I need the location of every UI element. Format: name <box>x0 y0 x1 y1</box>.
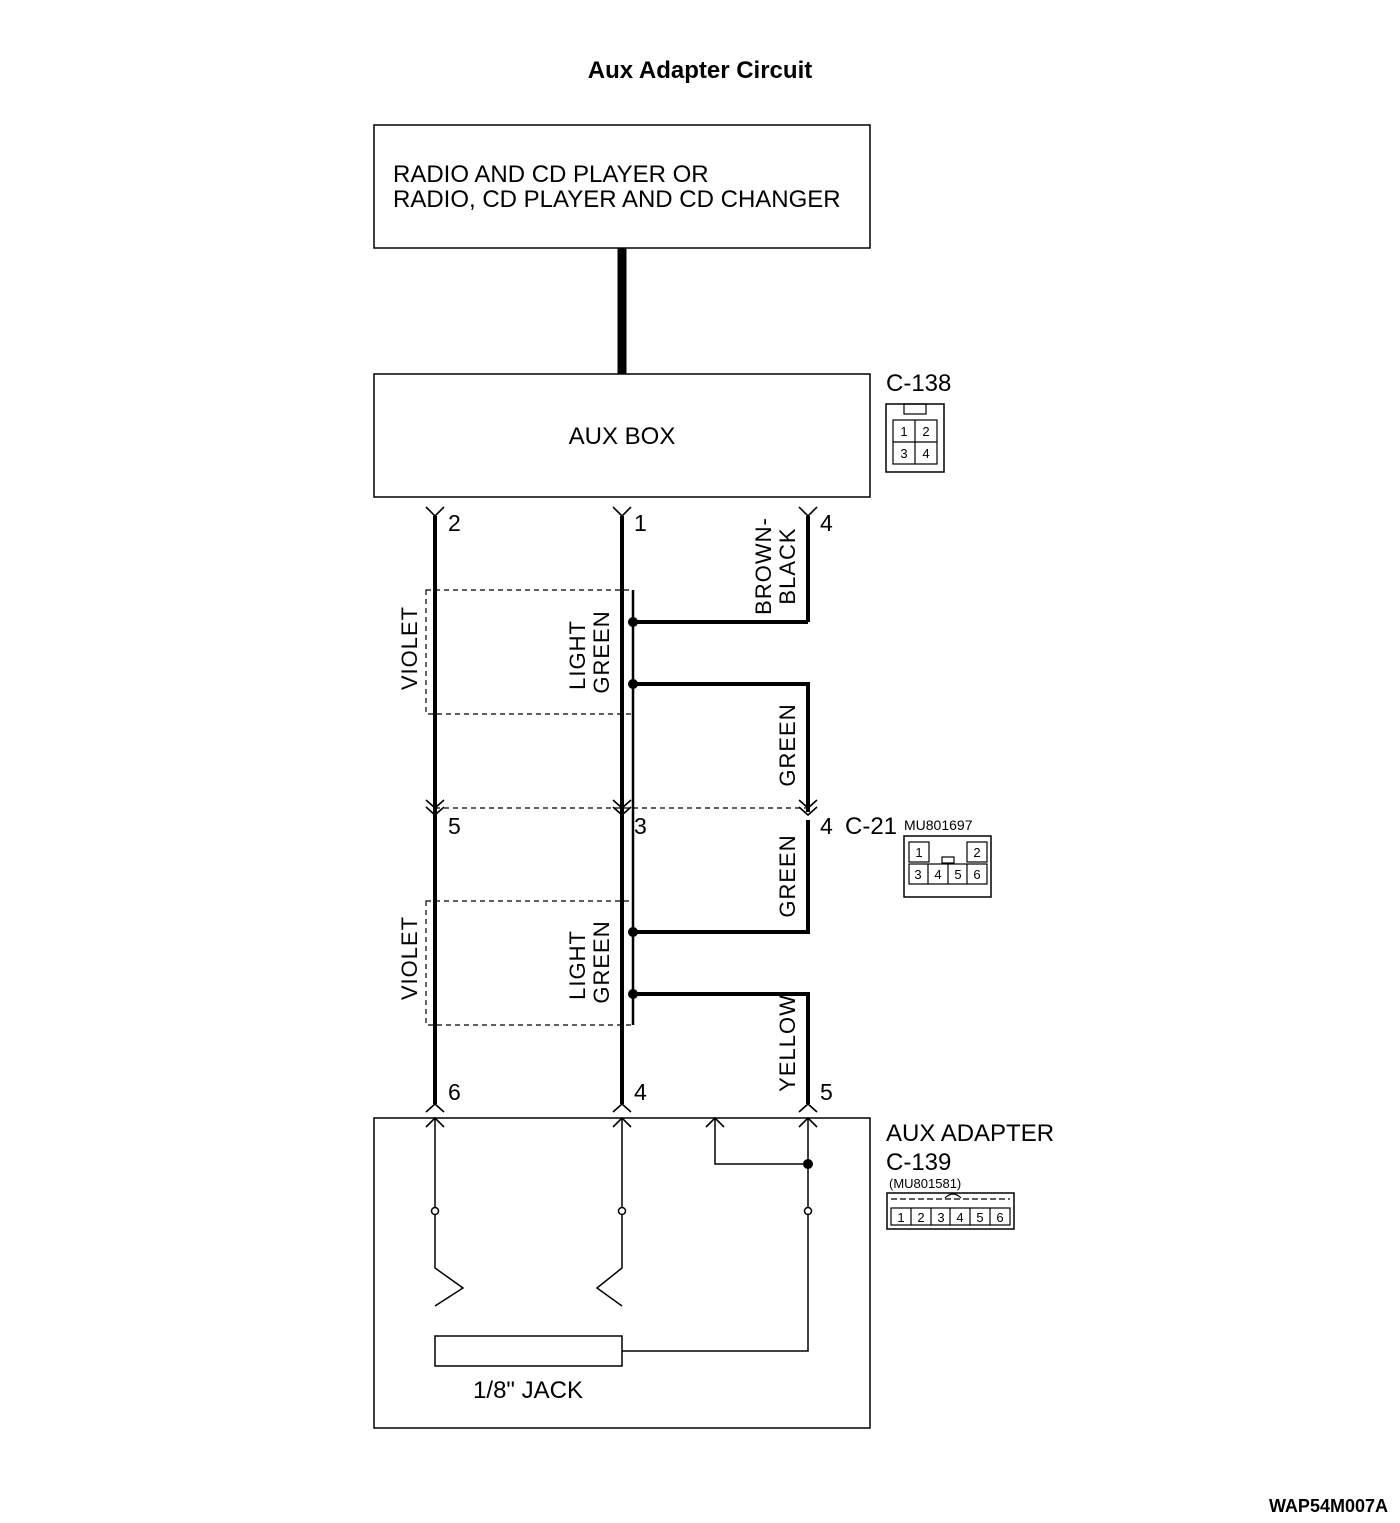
aux-box-terminals <box>425 506 818 518</box>
shield-upper <box>425 589 634 715</box>
c139-part-no: (MU801581) <box>889 1176 961 1191</box>
jack-label: 1/8" JACK <box>473 1377 583 1404</box>
adapter-pin-5: 5 <box>820 1079 833 1105</box>
aux-box-pin-2: 2 <box>448 510 461 536</box>
radio-cd-box: RADIO AND CD PLAYER OR RADIO, CD PLAYER … <box>373 124 871 249</box>
connector-c138-label: C-138 <box>886 370 951 397</box>
wire-label-brown: BROWN- <box>751 517 776 615</box>
wire-label-violet-lower: VIOLET <box>397 916 422 1000</box>
connector-c138: C-138 1 2 3 4 <box>885 370 951 473</box>
radio-box-line1: RADIO AND CD PLAYER OR <box>393 161 709 188</box>
c139-pin-5: 5 <box>976 1210 983 1225</box>
connector-c139: 1 2 3 4 5 6 <box>886 1192 1015 1230</box>
wire-label-green-upper-mid: GREEN <box>589 610 614 693</box>
main-wires <box>433 516 810 1104</box>
aux-box-pin-4: 4 <box>820 510 833 536</box>
wire-label-light-upper: LIGHT <box>565 620 590 690</box>
c138-pin-2: 2 <box>922 424 929 439</box>
adapter-pin-4: 4 <box>634 1079 647 1105</box>
aux-box: AUX BOX <box>373 373 871 498</box>
wire-label-green-1: GREEN <box>775 703 800 786</box>
c139-pin-3: 3 <box>937 1210 944 1225</box>
wire-label-violet-upper: VIOLET <box>397 606 422 690</box>
wire-label-green-lower-mid: GREEN <box>589 920 614 1003</box>
c138-pin-1: 1 <box>900 424 907 439</box>
adapter-junction-dot <box>803 1159 813 1169</box>
c21-pin-5: 5 <box>448 813 461 839</box>
c138-pin-3: 3 <box>900 446 907 461</box>
wire-label-green-2: GREEN <box>775 834 800 917</box>
c21-conn-pin-1: 1 <box>915 845 922 860</box>
wire-label-black: BLACK <box>775 527 800 604</box>
connector-c139-label: C-139 <box>886 1149 951 1176</box>
wire-label-light-lower: LIGHT <box>565 930 590 1000</box>
aux-box-pin-1: 1 <box>634 510 647 536</box>
c139-pin-6: 6 <box>996 1210 1003 1225</box>
c139-pin-2: 2 <box>917 1210 924 1225</box>
c21-pin-4: 4 <box>820 813 833 839</box>
aux-adapter-label: AUX ADAPTER <box>886 1120 1054 1147</box>
c21-pin-3: 3 <box>634 813 647 839</box>
diagram-title: Aux Adapter Circuit <box>588 57 812 84</box>
wire-label-yellow: YELLOW <box>775 994 800 1092</box>
connector-c21: MU801697 1 2 3 4 5 6 <box>903 817 992 898</box>
c21-label: C-21 <box>845 813 897 840</box>
adapter-internal-circuit <box>430 1118 813 1367</box>
aux-box-label: AUX BOX <box>569 423 676 450</box>
c21-chevrons <box>425 799 818 817</box>
radio-box-line2: RADIO, CD PLAYER AND CD CHANGER <box>393 186 841 213</box>
figure-code: WAP54M007A <box>1269 1496 1388 1516</box>
junction-dots <box>628 617 638 999</box>
c21-conn-pin-6: 6 <box>973 867 980 882</box>
c21-conn-pin-3: 3 <box>914 867 921 882</box>
c139-pin-4: 4 <box>956 1210 963 1225</box>
c138-pin-4: 4 <box>922 446 929 461</box>
c21-conn-pin-4: 4 <box>934 867 941 882</box>
wire-labels: VIOLET LIGHT GREEN BROWN- BLACK GREEN GR… <box>397 517 800 1092</box>
shield-lower <box>425 900 634 1026</box>
c21-conn-pin-2: 2 <box>973 845 980 860</box>
c21-part-no: MU801697 <box>904 817 973 833</box>
c21-conn-pin-5: 5 <box>954 867 961 882</box>
adapter-pin-6: 6 <box>448 1079 461 1105</box>
c139-pin-1: 1 <box>897 1210 904 1225</box>
